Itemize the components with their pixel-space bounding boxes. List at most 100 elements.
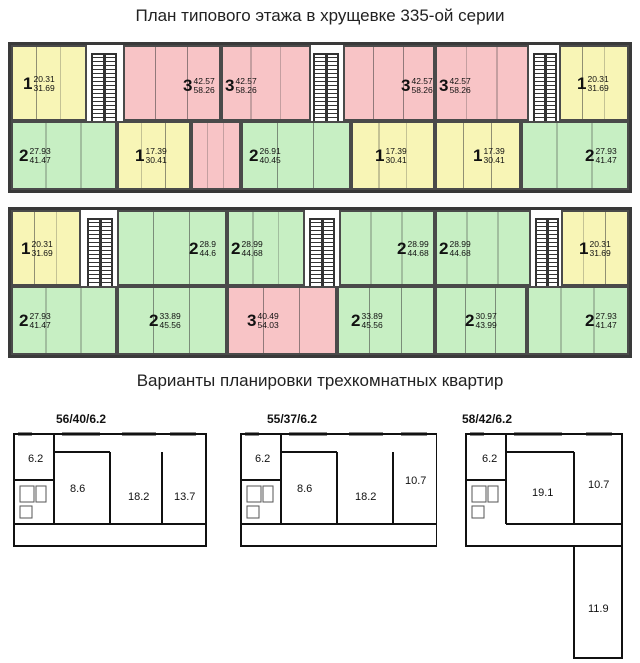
room-count: 2 xyxy=(19,146,29,166)
room-count: 2 xyxy=(19,311,29,331)
room-count: 2 xyxy=(249,146,259,166)
total-area: 31.69 xyxy=(31,247,53,258)
living-area: 20.31 xyxy=(587,74,609,84)
staircase xyxy=(533,53,557,123)
room-count: 2 xyxy=(465,311,475,331)
variant-name: 55/37/6.2 xyxy=(267,412,318,426)
living-area: 27.93 xyxy=(595,146,617,156)
total-area: 31.69 xyxy=(589,247,611,258)
living-area: 28.9 xyxy=(199,239,217,249)
living-area: 30.97 xyxy=(475,311,497,321)
layout-variant-2: 55/37/6.2 6.2 8.6 18.2 10.7 xyxy=(237,412,437,552)
staircase xyxy=(91,53,117,123)
room-count: 2 xyxy=(439,239,449,259)
room-count: 2 xyxy=(397,239,407,259)
living-area: 27.93 xyxy=(29,146,51,156)
kitchen-area-label: 6.2 xyxy=(482,453,497,465)
living-area: 40.49 xyxy=(257,311,279,321)
living-area: 33.89 xyxy=(361,311,383,321)
total-area: 44.6 xyxy=(199,247,217,258)
room-area-label: 18.2 xyxy=(355,491,376,503)
living-area: 42.57 xyxy=(449,76,471,86)
living-area: 33.89 xyxy=(159,311,181,321)
room-count: 1 xyxy=(21,239,31,259)
layout-variant-3: 58/42/6.2 6.2 19.1 10.7 11.9 xyxy=(462,412,632,662)
total-area: 58.26 xyxy=(411,84,433,95)
room-count: 2 xyxy=(585,311,595,331)
living-area: 42.57 xyxy=(235,76,257,86)
living-area: 17.39 xyxy=(385,146,407,156)
total-area: 45.56 xyxy=(361,319,383,330)
variant-plan-drawing: 6.2 19.1 10.7 11.9 xyxy=(465,432,623,659)
total-area: 43.99 xyxy=(475,319,497,330)
apartment-3room xyxy=(191,121,241,190)
total-area: 58.26 xyxy=(235,84,257,95)
living-area: 26.91 xyxy=(259,146,281,156)
room-count: 3 xyxy=(401,76,411,96)
living-area: 42.57 xyxy=(193,76,215,86)
living-area: 20.31 xyxy=(589,239,611,249)
room-count: 1 xyxy=(577,74,587,94)
room-count: 2 xyxy=(189,239,199,259)
total-area: 30.41 xyxy=(385,154,407,165)
total-area: 30.41 xyxy=(483,154,505,165)
total-area: 58.26 xyxy=(193,84,215,95)
room-count: 2 xyxy=(231,239,241,259)
room-count: 1 xyxy=(473,146,483,166)
room-area-label: 13.7 xyxy=(174,491,195,503)
total-area: 31.69 xyxy=(33,82,55,93)
room-count: 1 xyxy=(579,239,589,259)
total-area: 54.03 xyxy=(257,319,279,330)
variant-name: 56/40/6.2 xyxy=(56,412,107,426)
living-area: 28.99 xyxy=(407,239,429,249)
room-area-label: 11.9 xyxy=(588,603,609,615)
variant-plan-drawing: 6.2 8.6 18.2 13.7 xyxy=(13,432,207,547)
layout-variant-1: 56/40/6.2 6.2 8.6 18.2 13.7 xyxy=(10,412,210,552)
room-count: 3 xyxy=(247,311,257,331)
total-area: 31.69 xyxy=(587,82,609,93)
room-area-label: 10.7 xyxy=(588,479,609,491)
living-area: 27.93 xyxy=(29,311,51,321)
room-count: 2 xyxy=(585,146,595,166)
floor-plan-title: План типового этажа в хрущевке 335-ой се… xyxy=(135,6,505,25)
total-area: 41.47 xyxy=(595,154,617,165)
variants-title: Варианты планировки трехкомнатных кварти… xyxy=(136,371,504,390)
total-area: 44.68 xyxy=(407,247,429,258)
room-count: 3 xyxy=(183,76,193,96)
total-area: 30.41 xyxy=(145,154,167,165)
kitchen-area-label: 6.2 xyxy=(28,453,43,465)
total-area: 41.47 xyxy=(29,154,51,165)
staircase xyxy=(313,53,339,123)
living-area: 20.31 xyxy=(31,239,53,249)
total-area: 40.45 xyxy=(259,154,281,165)
total-area: 44.68 xyxy=(449,247,471,258)
living-area: 28.99 xyxy=(241,239,263,249)
room-area-label: 8.6 xyxy=(297,483,312,495)
room-count: 3 xyxy=(439,76,449,96)
room-area-label: 19.1 xyxy=(532,487,553,499)
total-area: 45.56 xyxy=(159,319,181,330)
room-area-label: 8.6 xyxy=(70,483,85,495)
